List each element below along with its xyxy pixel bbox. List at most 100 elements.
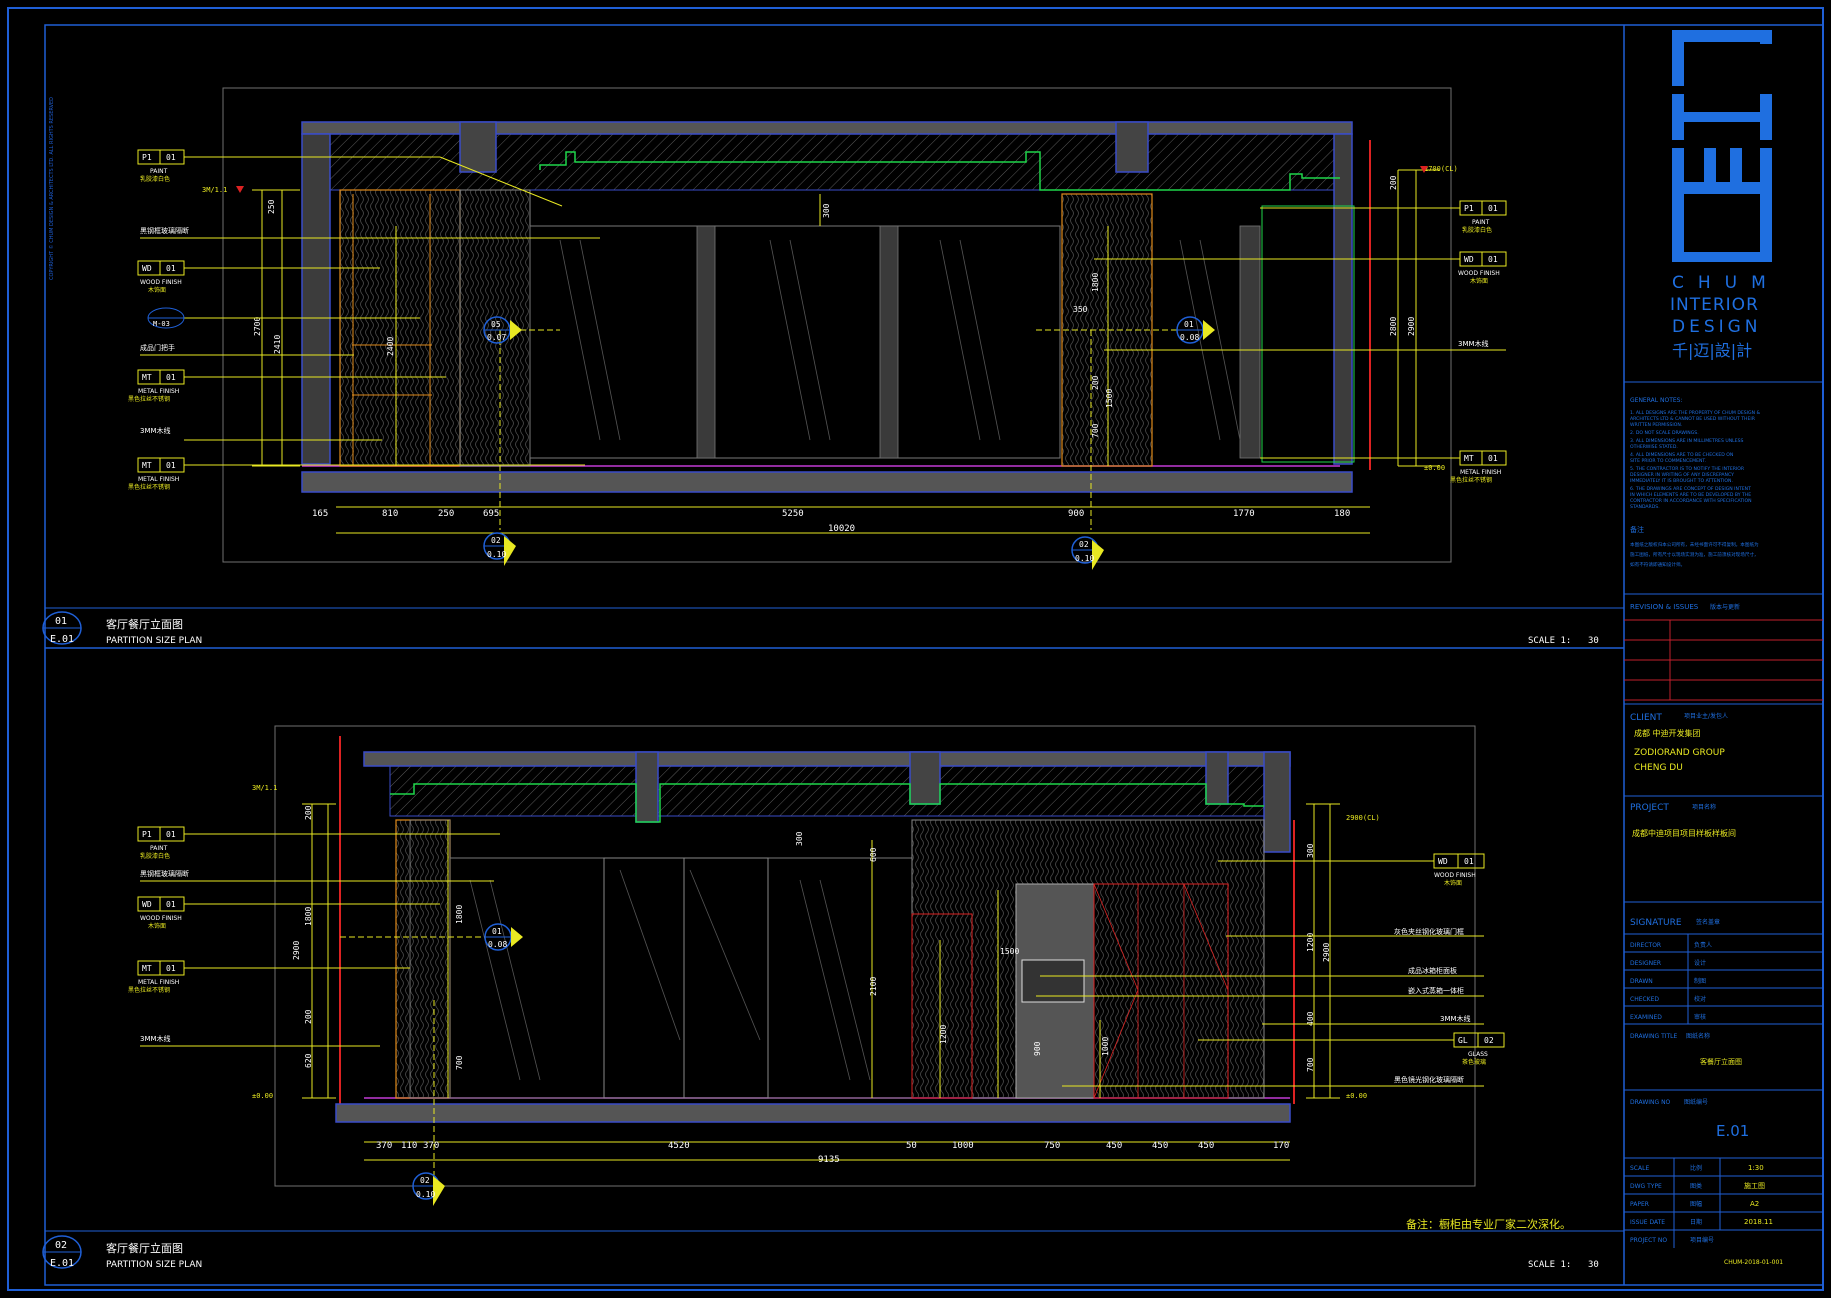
tag-cn: 黑色拉丝不锈钢 <box>1450 476 1492 484</box>
notes-items-13: CONTRACTOR IN ACCORDANCE WITH SPECIFICAT… <box>1630 498 1752 504</box>
tag-cn: 黑色拉丝不锈钢 <box>128 483 170 491</box>
tag-code: WD <box>142 264 152 273</box>
notes-items-6: 4. ALL DIMENSIONS ARE TO BE CHECKED ON <box>1630 452 1733 458</box>
view2-level-1: 3M/1.1 <box>252 784 277 792</box>
tag-en: PAINT <box>150 168 168 175</box>
drawing-title-value: 客餐厅立面图 <box>1700 1057 1742 1066</box>
tag-cn: 木饰面 <box>148 922 166 930</box>
view1-tag-wood: WD 01 WOOD FINISH 木饰面 <box>137 260 185 294</box>
signature-rows-4-en: EXAMINED <box>1630 1014 1662 1021</box>
view1-dim-inner-1: 300 <box>822 203 831 218</box>
view1-dim-inner-6: 700 <box>1091 423 1100 438</box>
signature-rows-2-en: DRAWN <box>1630 978 1653 985</box>
signature-rows-3-cn: 校对 <box>1694 995 1706 1003</box>
marker-bottom: 0.08 <box>488 940 507 949</box>
meta-3-cn: 日期 <box>1690 1218 1702 1226</box>
notes-items-7: SITE PRIOR TO COMMENCEMENT. <box>1630 458 1706 464</box>
view-sheet: E.01 <box>50 1258 74 1269</box>
view2-appliance-left <box>911 913 973 1099</box>
view1-dim-left-3: 2410 <box>273 335 282 354</box>
tag-code: P1 <box>142 153 152 162</box>
notes-items-3: 2. DO NOT SCALE DRAWINGS. <box>1630 430 1699 436</box>
drawing-no-value: E.01 <box>1716 1122 1749 1140</box>
view1-dim-inner-3: 1800 <box>1091 273 1100 292</box>
view2-section-marker-2: 02 0.10 <box>412 1172 445 1206</box>
view1-dim-inner-4: 200 <box>1091 375 1100 390</box>
meta-1-cn: 图类 <box>1690 1182 1702 1190</box>
tag-num: 01 <box>1488 204 1498 213</box>
view1-section-marker-4: 02 0.10 <box>1071 536 1104 570</box>
tag-code: MT <box>142 373 152 382</box>
view2-level-3: ±0.00 <box>1346 1092 1367 1100</box>
view2-ceiling-profile <box>390 783 1264 823</box>
signature-rows-0-en: DIRECTOR <box>1630 942 1661 949</box>
copyright-text: COPYRIGHT © CHUM DESIGN & ARCHITECTS LTD… <box>48 97 55 280</box>
view2-dim-inner-4: 2100 <box>869 977 878 996</box>
tag-cn: 木饰面 <box>148 286 166 294</box>
project-name: 成都中迪项目项目样板样板间 <box>1632 828 1736 838</box>
tag-en: WOOD FINISH <box>140 279 182 286</box>
marker-top: 05 <box>491 320 501 329</box>
signature-rows-4-cn: 审核 <box>1694 1013 1706 1021</box>
logo-line2: INTERIOR <box>1670 295 1759 315</box>
tag-en: METAL FINISH <box>138 979 179 986</box>
view2-wall-right <box>1263 751 1291 853</box>
view2-dim-bottom-1: 370 <box>376 1141 392 1151</box>
view2-dim-right-1: 300 <box>1306 843 1315 858</box>
view1-dim-lines-left <box>252 189 1370 534</box>
view2-beam-3 <box>1205 751 1229 805</box>
view1-glass-partition <box>529 225 1061 459</box>
tag-cn: 乳胶漆白色 <box>140 852 170 860</box>
view1-wood-panel-left <box>339 189 461 467</box>
logo-line1: CHUM <box>1672 273 1780 293</box>
view2-dim-inner-2: 600 <box>869 847 878 862</box>
view2-leaders-left <box>140 833 500 1047</box>
view2-dim-lines <box>302 803 1340 1161</box>
view2-dim-inner-6: 1000 <box>1101 1037 1110 1056</box>
marker-top: 02 <box>491 536 501 545</box>
view1-section-marker-3: 02 0.10 <box>483 532 516 566</box>
view2-dim-right-3: 2900 <box>1322 943 1331 962</box>
view2-ceiling-slab <box>363 751 1291 767</box>
view2-dim-right-5: 700 <box>1306 1057 1315 1072</box>
meta-3-en: ISSUE DATE <box>1630 1219 1665 1226</box>
view2-frame <box>274 725 1476 1187</box>
marker-top: 01 <box>1184 320 1194 329</box>
view1-dim-bottom-6: 900 <box>1068 509 1084 519</box>
view2-tall-cabinet <box>1093 883 1229 1099</box>
view1-dim-total: 10020 <box>828 524 855 534</box>
view2-dim-bottom-10: 450 <box>1198 1141 1214 1151</box>
view1-level-triangle-right <box>1420 166 1428 173</box>
view1-tag-wood-right: WD 01 WOOD FINISH 木饰面 <box>1458 251 1507 285</box>
title-block: CHUM INTERIOR DESIGN 千|迈|設|計 GENERAL NOT… <box>1624 30 1823 1266</box>
view2-dim-inner-5: 1500 <box>1000 947 1019 956</box>
view1-dim-bottom-7: 1770 <box>1233 509 1255 519</box>
view1-dim-right-1: 200 <box>1389 175 1398 190</box>
view1-leaders-right <box>1094 207 1506 459</box>
view2-beam-2 <box>909 751 941 805</box>
view2-dim-bottom-7: 750 <box>1044 1141 1060 1151</box>
view1-cabinet-right <box>1261 205 1355 463</box>
marker-bottom: 0.10 <box>1075 554 1094 563</box>
view1-frame <box>222 87 1452 563</box>
view1-dim-right-2: 2800 <box>1389 317 1398 336</box>
meta-4-cn: 项目编号 <box>1690 1236 1714 1244</box>
view-sheet: E.01 <box>50 634 74 645</box>
tag-en: WOOD FINISH <box>1458 270 1500 277</box>
view-number: 02 <box>55 1240 67 1251</box>
notes-title: GENERAL NOTES: <box>1630 397 1683 404</box>
notes-items-1: ARCHITECTS LTD & CANNOT BE USED WITHOUT … <box>1630 416 1756 422</box>
notes-items-11: 6. THE DRAWINGS ARE CONCEPT OF DESIGN IN… <box>1630 486 1751 492</box>
notes-items-0: 1. ALL DESIGNS ARE THE PROPERTY OF CHUM … <box>1630 410 1760 416</box>
view2-label-r2: 成品冰箱柜面板 <box>1408 966 1457 975</box>
view2-tag-wood: WD 01 WOOD FINISH 木饰面 <box>137 896 185 930</box>
inner-border <box>44 24 1824 1286</box>
tag-code: GL <box>1458 1036 1468 1045</box>
notes-items-12: IN WHICH ELEMENTS ARE TO BE DEVELOPED BY… <box>1630 492 1751 498</box>
signature-cn: 签名盖章 <box>1696 918 1720 926</box>
view1-beam-right <box>1115 121 1149 173</box>
tag-code: WD <box>142 900 152 909</box>
view1-floor-slab <box>301 471 1353 493</box>
view1-beam-left <box>459 121 497 173</box>
view1-label-3mm: 3MM木线 <box>140 426 171 435</box>
